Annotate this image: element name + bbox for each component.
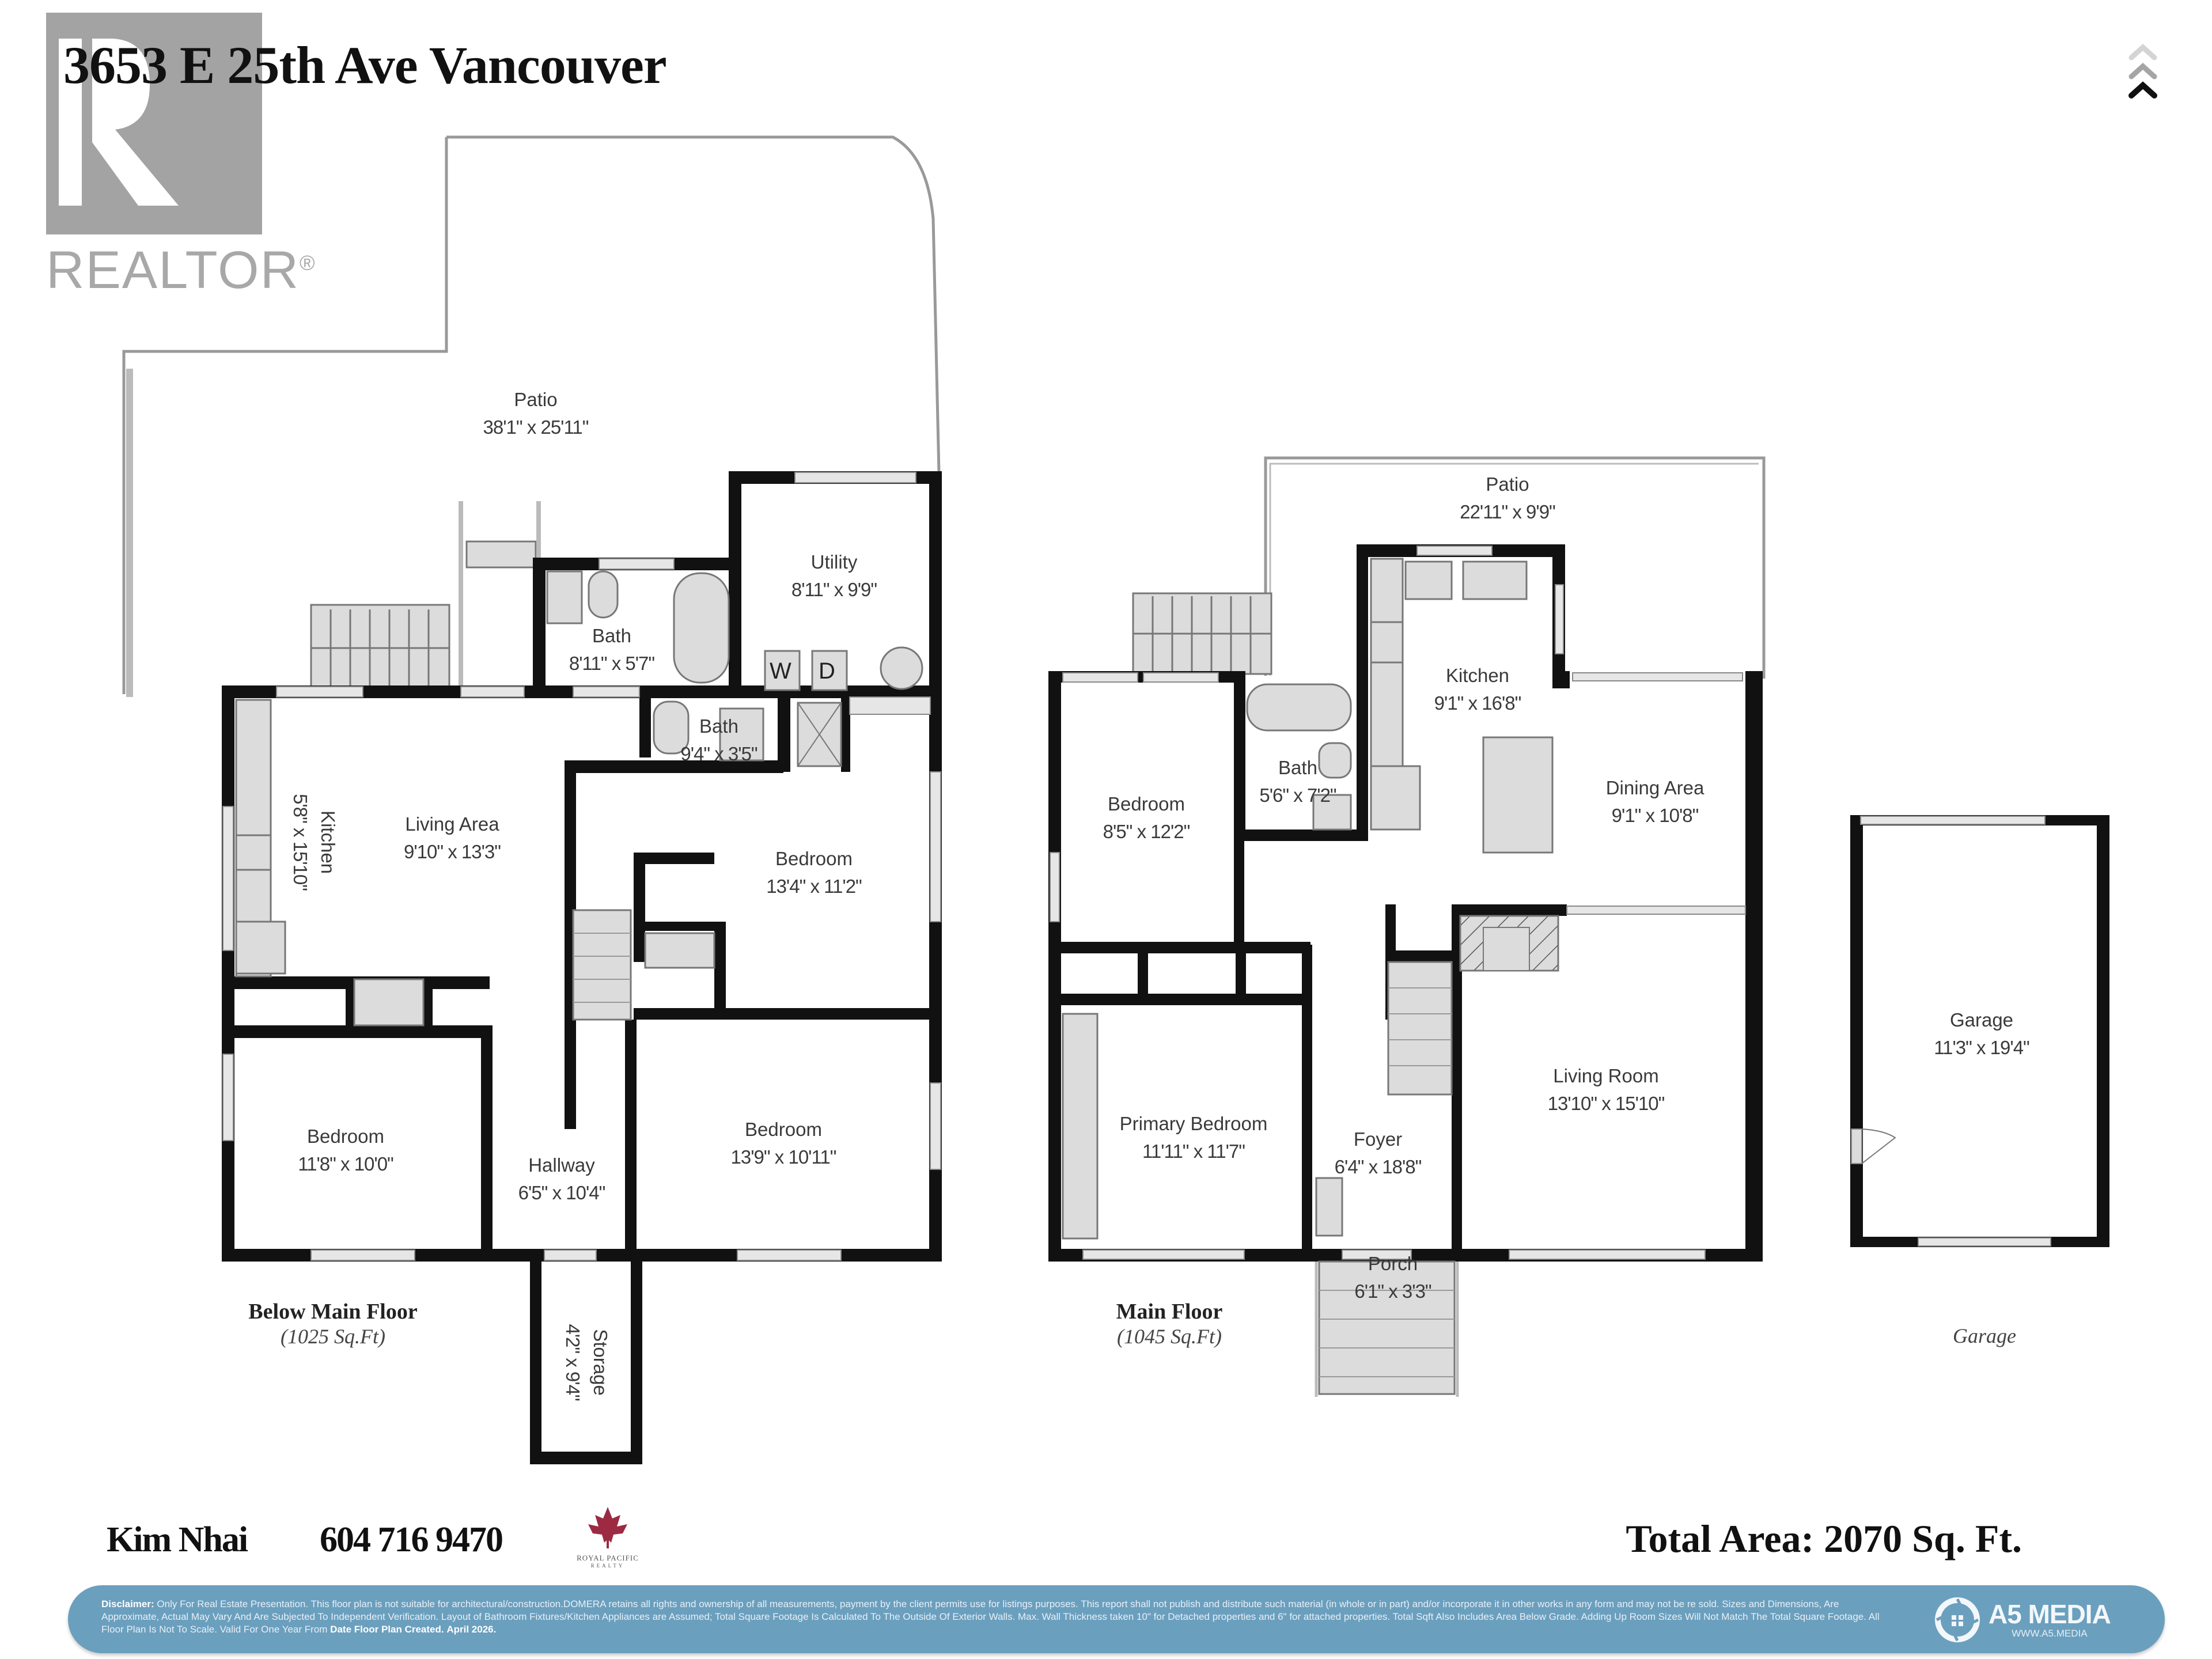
floor-label-below-main: Below Main Floor(1025 Sq.Ft) bbox=[248, 1300, 418, 1348]
maple-leaf-icon bbox=[588, 1507, 627, 1548]
disclaimer-banner: Disclaimer: Only For Real Estate Present… bbox=[68, 1585, 2165, 1653]
disclaimer-text: Disclaimer: Only For Real Estate Present… bbox=[101, 1599, 1880, 1635]
dryer-label: D bbox=[819, 658, 835, 684]
camera-aperture-house-icon bbox=[1935, 1597, 1980, 1642]
floor-label-garage: Garage bbox=[1953, 1324, 2016, 1347]
a5-media-name: A5 MEDIA bbox=[1988, 1599, 2111, 1629]
floor-label-main: Main Floor(1045 Sq.Ft) bbox=[1116, 1300, 1223, 1348]
agent-name: Kim Nhai bbox=[107, 1520, 248, 1559]
a5-media-logo[interactable]: A5 MEDIA WWW.A5.MEDIA bbox=[1934, 1596, 2111, 1644]
brokerage-logo: ROYAL PACIFIC REALTY bbox=[570, 1505, 645, 1577]
registered-mark: ® bbox=[300, 251, 316, 275]
triple-chevron-up-icon bbox=[2126, 40, 2160, 109]
total-area: Total Area: 2070 Sq. Ft. bbox=[1626, 1517, 2022, 1560]
main-floor-plan bbox=[1048, 456, 1766, 1397]
agent-phone[interactable]: 604 716 9470 bbox=[320, 1520, 503, 1559]
below-main-floor-plan: W D bbox=[122, 135, 942, 1464]
realtor-r-mark-icon bbox=[46, 13, 262, 234]
garage-plan bbox=[1850, 815, 2109, 1247]
page-title: 3653 E 25th Ave Vancouver bbox=[63, 36, 667, 94]
brokerage-sub: REALTY bbox=[590, 1563, 625, 1569]
washer-label: W bbox=[770, 658, 791, 684]
a5-media-url[interactable]: WWW.A5.MEDIA bbox=[2012, 1628, 2088, 1639]
realtor-logo-text: REALTOR bbox=[46, 241, 300, 300]
realtor-logo: REALTOR® bbox=[46, 13, 315, 300]
brokerage-name: ROYAL PACIFIC bbox=[577, 1554, 639, 1562]
